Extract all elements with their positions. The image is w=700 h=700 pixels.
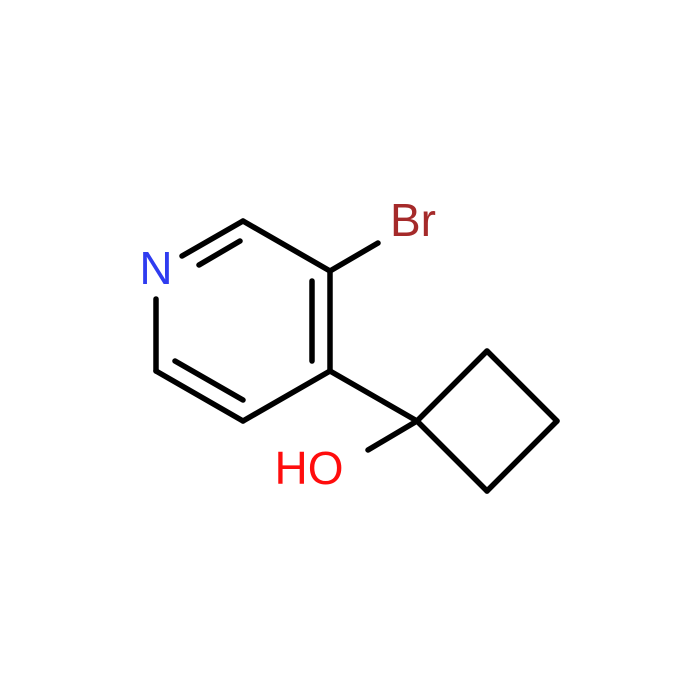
bond-c4-cyclobutyl	[327, 368, 420, 424]
pyridine-ring	[153, 218, 333, 424]
cyclobutane-ring	[414, 348, 560, 494]
bond-c6-c5-inner-double	[172, 358, 246, 403]
bromine-atom-label: Br	[390, 194, 436, 246]
bond-c6-c5	[153, 368, 246, 424]
bond-c2-n-outer	[179, 218, 246, 259]
bond-cb2-cb3	[484, 348, 560, 424]
nitrogen-atom-label: N	[139, 242, 172, 294]
hydroxyl-group-label: HO	[275, 442, 344, 494]
bond-c2-c3	[240, 218, 333, 274]
bond-c3-br	[327, 240, 381, 274]
bond-c5-c4	[240, 368, 333, 424]
bond-c2-n-inner-double	[196, 238, 243, 268]
bond-cyclobutyl-oh	[365, 418, 420, 453]
bond-cb3-cb4	[484, 418, 560, 494]
bond-cb1-cb2	[414, 348, 490, 424]
bond-cb4-cb1	[414, 418, 490, 494]
